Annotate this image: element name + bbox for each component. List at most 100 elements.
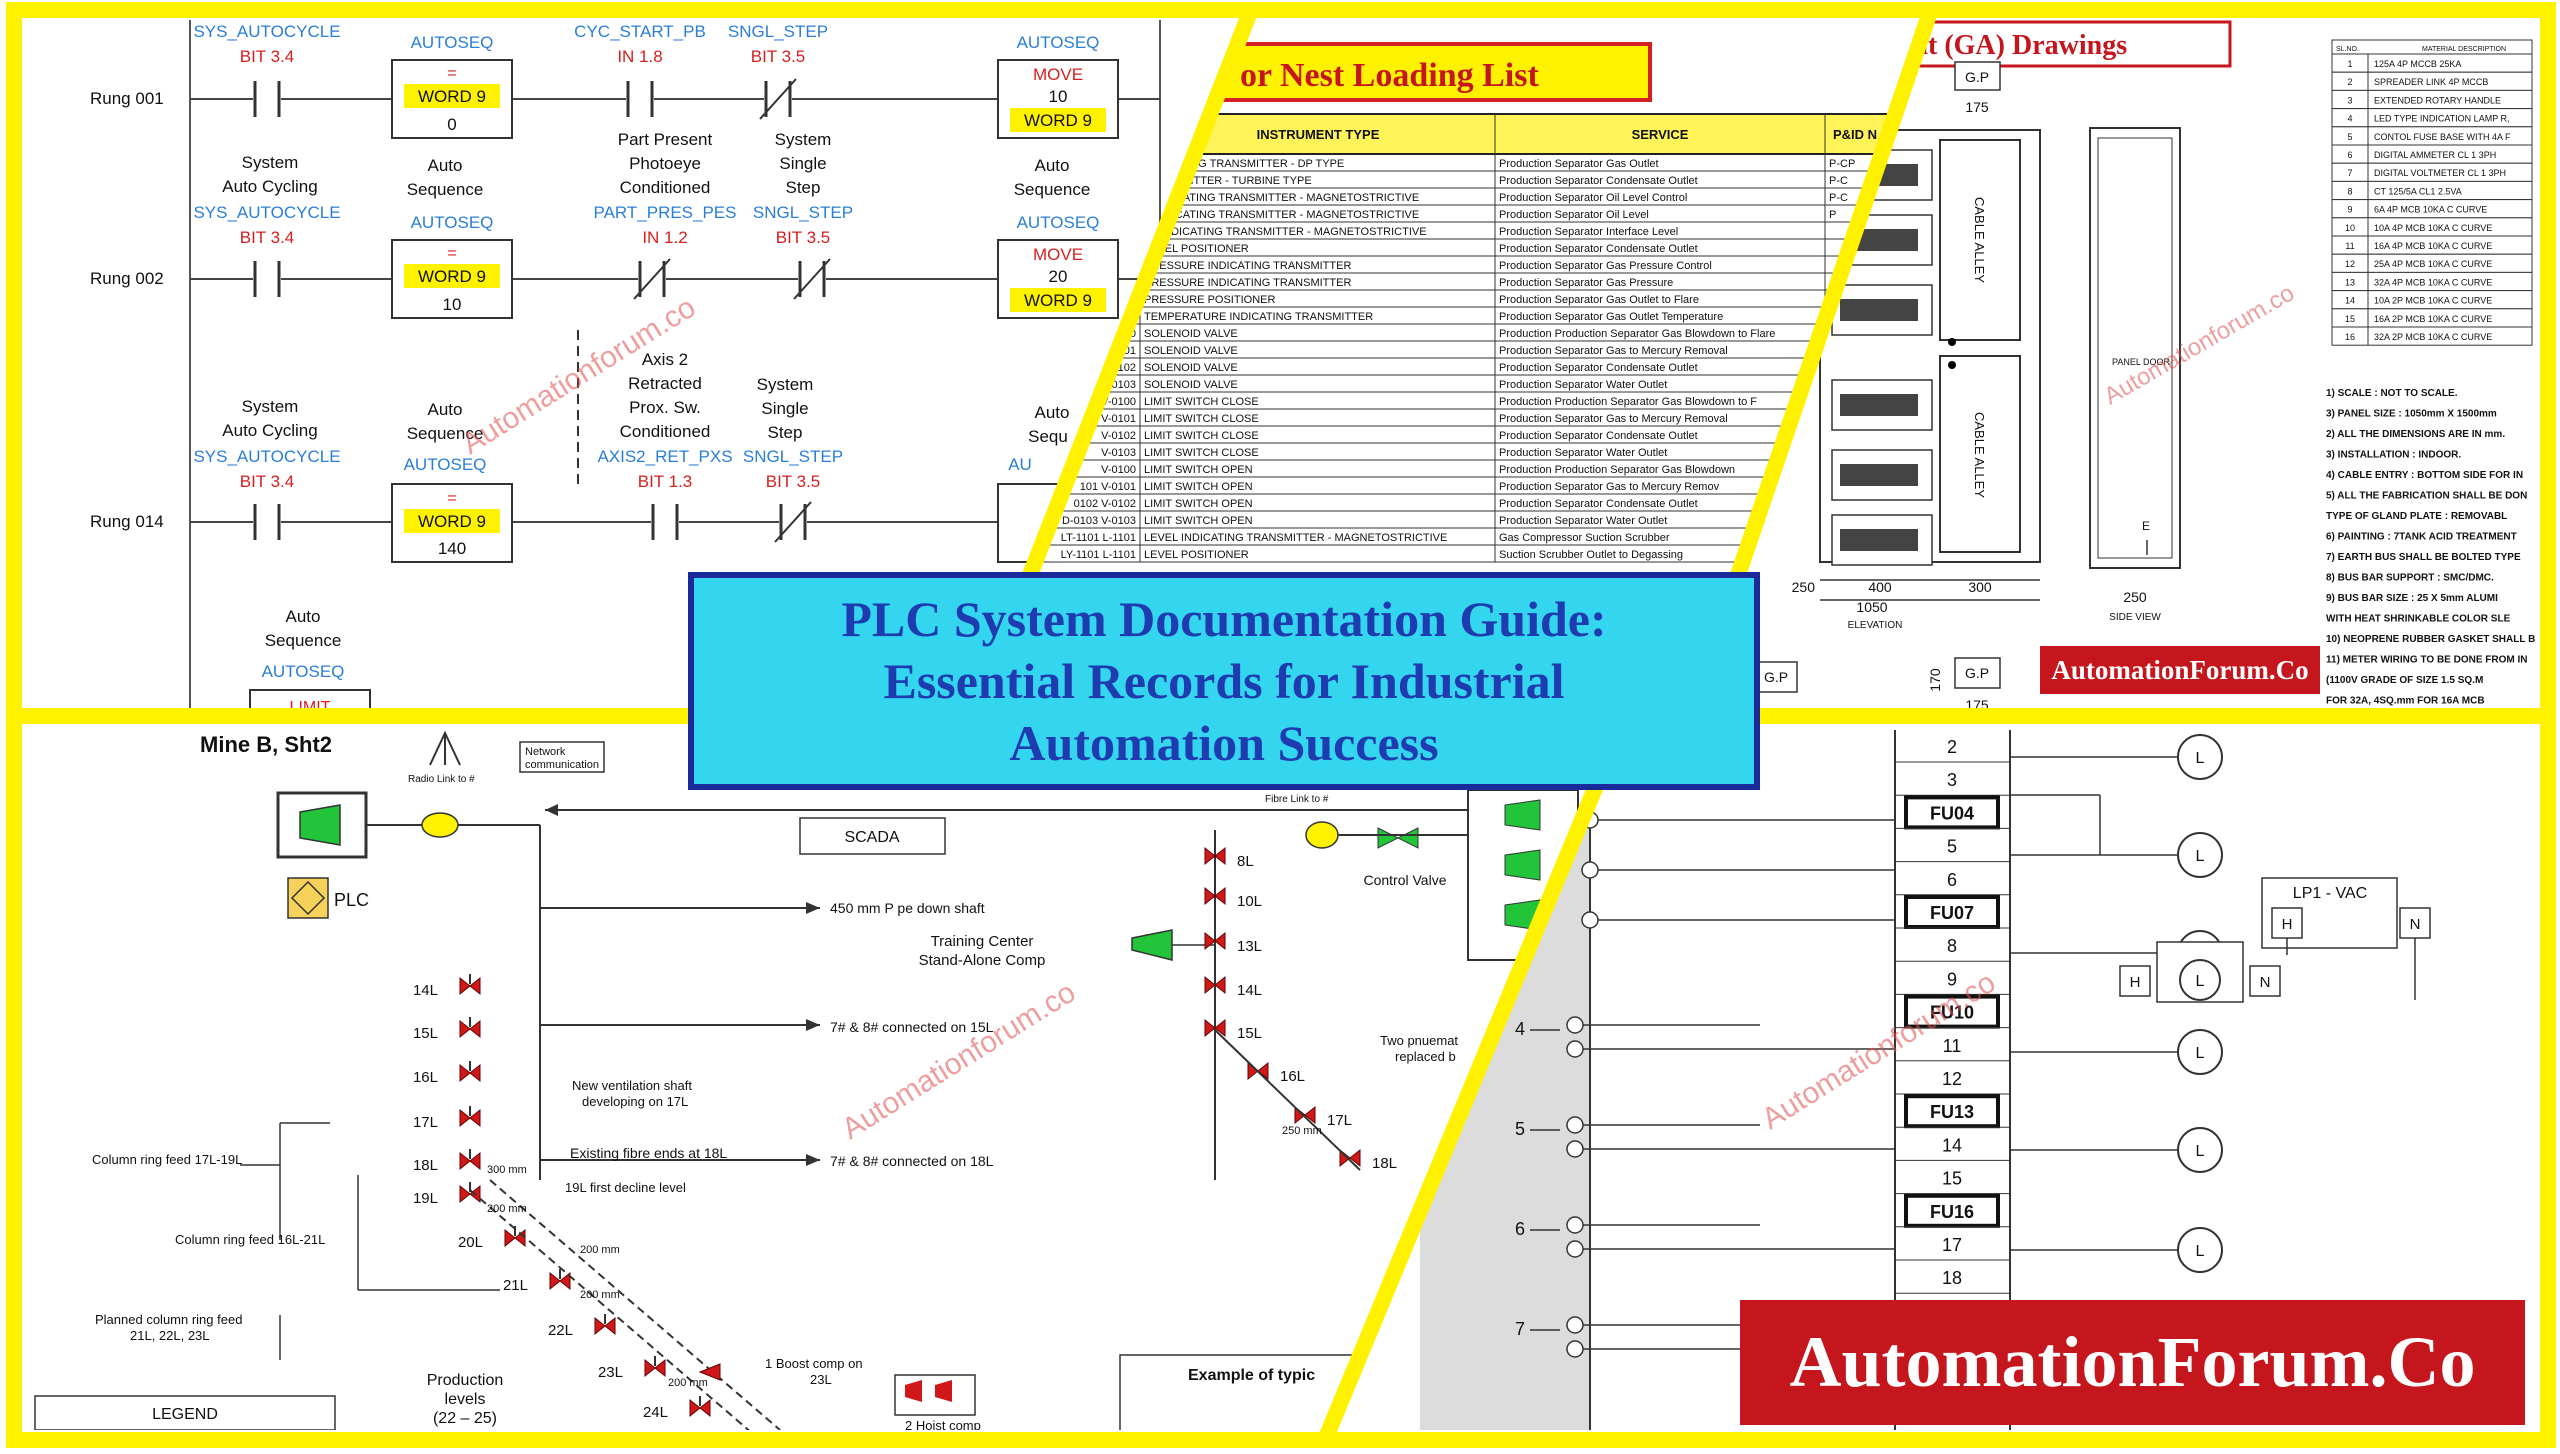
tag-address: BIT 3.4 (240, 47, 295, 66)
materials-cell-no: 4 (2347, 114, 2352, 124)
valve-icon (459, 1063, 481, 1083)
h-label: H (2282, 916, 2293, 933)
materials-cell-no: 9 (2347, 205, 2352, 215)
tag-description: Step (768, 423, 803, 442)
block-value: 10 (1049, 87, 1068, 106)
list-cell-type: LEVEL POSITIONER (1144, 549, 1249, 561)
block-tag: AUTOSEQ (411, 33, 494, 52)
switch-terminal (1566, 1116, 1584, 1134)
planned-label: 21L, 22L, 23L (130, 1328, 210, 1343)
tag-description: Sequence (407, 424, 484, 443)
breaker-body (1840, 464, 1918, 486)
fuse-label: FU04 (1930, 803, 1974, 823)
dim-label: 250 (1792, 579, 1816, 595)
side-view-inner (2097, 137, 2173, 559)
limit-block (249, 689, 371, 712)
list-cell-type: LIMIT SWITCH OPEN (1144, 498, 1253, 510)
list-cell-pid: P (1829, 209, 1836, 221)
materials-cell-desc: 10A 2P MCB 10KA C CURVE (2374, 296, 2492, 306)
list-header: P&ID N (1833, 127, 1877, 142)
block-op: = (447, 65, 456, 82)
ga-note: FOR 32A, 4SQ.mm FOR 16A MCB (2326, 696, 2485, 707)
fibre-node (421, 812, 459, 838)
valve-icon (1204, 931, 1226, 951)
block-word: WORD 9 (1024, 291, 1092, 310)
contact-slash (774, 501, 812, 543)
ga-note: 4) CABLE ENTRY : BOTTOM SIDE FOR IN (2326, 470, 2523, 481)
sheet-title: Mine B, Sht2 (200, 732, 332, 757)
ga-note: WITH HEAT SHRINKABLE COLOR SLE (2326, 614, 2511, 625)
list-cell-service: Production Separator Gas Outlet (1499, 158, 1659, 170)
tag-description: Sequence (407, 180, 484, 199)
dim-label: 175 (1965, 99, 1989, 115)
cable-alley-box (1939, 355, 2021, 553)
tag-description: Axis 2 (642, 350, 688, 369)
hinge-dot (1948, 338, 1956, 346)
network-comm-label: communication (525, 759, 599, 771)
materials-cell-no: 13 (2345, 277, 2355, 287)
contact-gap (253, 79, 281, 119)
block-op: MOVE (1033, 65, 1083, 84)
switch-terminal (1566, 1340, 1584, 1358)
terminal-label: 15 (1942, 1169, 1962, 1189)
switch-terminal (1566, 1240, 1584, 1258)
control-valve-icon (1377, 827, 1400, 849)
legend-box (34, 1395, 336, 1430)
list-header: INSTRUMENT TYPE (1257, 127, 1380, 142)
valve-icon (1204, 975, 1226, 995)
row-number: 4 (1515, 1019, 1525, 1039)
terminal-label: 11 (1943, 1036, 1962, 1056)
tag-name: CYC_START_PB (574, 22, 706, 41)
terminal-label: 6 (1947, 870, 1957, 890)
switch-terminal (1566, 1016, 1584, 1034)
materials-cell-no: 8 (2347, 186, 2352, 196)
materials-cell-no: 2 (2347, 77, 2352, 87)
tag-description: Auto (286, 607, 321, 626)
gp-label: G.P (1965, 69, 1989, 85)
valve-icon (689, 1398, 711, 1418)
arrowhead (806, 1019, 820, 1031)
pipe-label: 250 mm (1282, 1125, 1322, 1137)
level-label: 20L (458, 1234, 483, 1251)
list-cell-service: Production Separator Gas Pressure (1499, 277, 1673, 289)
terminal-label: 5 (1947, 837, 1957, 857)
word-highlight (404, 264, 500, 288)
list-cell-tag: V-0103 (1101, 447, 1136, 459)
list-cell-service: Production Separator Gas to Mercury Remo… (1499, 481, 1720, 493)
list-cell-service: Production Separator Gas Outlet Temperat… (1499, 311, 1723, 323)
list-cell-type: SOLENOID VALVE (1144, 328, 1238, 340)
green-device (1504, 849, 1541, 881)
boost-label: 23L (810, 1372, 832, 1387)
tag-description: Single (779, 154, 826, 173)
block-op: MOVE (1033, 245, 1083, 264)
hoist-comp-icon (905, 1380, 922, 1402)
materials-cell-desc: 6A 4P MCB 10KA C CURVE (2374, 205, 2487, 215)
tag-description: Single (761, 399, 808, 418)
list-cell-type: PRESSURE INDICATING TRANSMITTER (1144, 260, 1351, 272)
list-cell-service: Suction Scrubber Outlet to Degassing (1499, 549, 1683, 561)
block-tag: AUTOSEQ (404, 455, 487, 474)
level-label: 22L (548, 1322, 573, 1339)
block-op: = (447, 490, 456, 507)
materials-cell-desc: 25A 4P MCB 10KA C CURVE (2374, 259, 2492, 269)
materials-cell-desc: 16A 4P MCB 10KA C CURVE (2374, 241, 2492, 251)
radio-link-label: Radio Link to # (408, 774, 475, 785)
list-cell-type: TEMPERATURE INDICATING TRANSMITTER (1144, 311, 1373, 323)
fuse-block (1904, 1193, 2000, 1228)
level-label: 21L (503, 1277, 528, 1294)
hoist-box (894, 1374, 976, 1416)
level-label: 15L (413, 1025, 438, 1042)
list-cell-service: Production Separator Gas to Mercury Remo… (1499, 413, 1728, 425)
word-highlight (404, 509, 500, 533)
materials-cell-desc: 10A 4P MCB 10KA C CURVE (2374, 223, 2492, 233)
fibre-link-label: Fibre Link to # (1265, 794, 1329, 805)
tag-description: Conditioned (620, 178, 711, 197)
level-label: 14L (1237, 982, 1262, 999)
block-tag: AUTOSEQ (411, 213, 494, 232)
tag-description: System (757, 375, 814, 394)
terminal-label: 3 (1947, 770, 1957, 790)
lamp-label: L (2196, 1243, 2205, 1260)
ga-note: 3) INSTALLATION : INDOOR. (2326, 450, 2461, 461)
materials-cell-no: 10 (2345, 223, 2355, 233)
view-label: ELEVATION (1848, 620, 1903, 631)
